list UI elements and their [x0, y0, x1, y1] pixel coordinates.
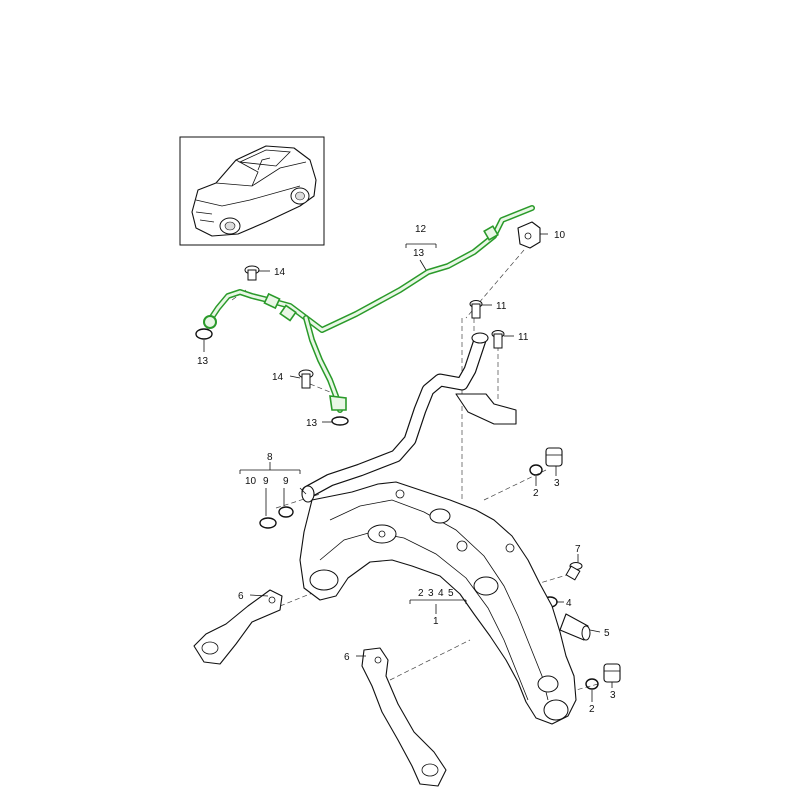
callout-7: 7 [575, 544, 581, 555]
vehicle-locator-thumbnail [179, 136, 325, 246]
callout-5: 5 [604, 628, 610, 639]
callout-8: 8 [267, 452, 273, 463]
suv-icon [191, 145, 317, 237]
callout-3-set: 3 [428, 588, 434, 599]
callout-leaders [203, 233, 613, 702]
bolt-7 [565, 562, 583, 581]
coolant-pipe [301, 332, 517, 503]
bolt-11-a [469, 300, 483, 319]
callout-13-left: 13 [197, 356, 209, 367]
callout-14-mid: 14 [272, 372, 284, 383]
seal-9-b [278, 506, 294, 518]
callout-6-left: 6 [238, 591, 244, 602]
seal-13-left [195, 328, 213, 340]
seal-2-top [529, 464, 543, 476]
callout-10-sensor: 10 [554, 230, 566, 241]
seal-13-lower [331, 416, 349, 426]
gasket-6-bottom [361, 647, 447, 787]
callout-2-set: 2 [418, 588, 424, 599]
callout-11-a: 11 [496, 301, 507, 312]
callout-13-lower: 13 [306, 418, 318, 429]
callout-12: 12 [415, 224, 427, 235]
callout-11-b: 11 [518, 332, 529, 343]
callout-1: 1 [433, 616, 439, 627]
callout-9-set-b: 9 [283, 476, 289, 487]
plug-3-bottom [603, 663, 621, 683]
temperature-sensor [517, 221, 541, 249]
gasket-6-left [193, 589, 283, 665]
callout-2-bottom: 2 [589, 704, 595, 715]
callout-10-set: 10 [245, 476, 257, 487]
bolt-14-top [244, 265, 260, 281]
seal-9-a [259, 517, 277, 529]
callout-3-top: 3 [554, 478, 560, 489]
seal-2-bottom [585, 678, 599, 690]
callout-13-sub: 13 [413, 248, 425, 259]
coolant-hose-assembly [203, 205, 535, 413]
callout-3-bottom: 3 [610, 690, 616, 701]
coolant-housing [299, 481, 577, 725]
callout-4: 4 [566, 598, 572, 609]
callout-9-set-a: 9 [263, 476, 269, 487]
callout-2-top: 2 [533, 488, 539, 499]
callout-6-bottom: 6 [344, 652, 350, 663]
fitting-5 [559, 613, 591, 641]
callout-5-set: 5 [448, 588, 454, 599]
bolt-11-b [491, 330, 505, 349]
callout-4-set: 4 [438, 588, 444, 599]
callout-labels: 12 13 10 14 13 14 13 11 11 8 10 9 9 2 3 … [197, 224, 616, 715]
plug-3-top [545, 447, 563, 467]
bolt-14-mid [298, 369, 314, 389]
callout-14-top: 14 [274, 267, 286, 278]
